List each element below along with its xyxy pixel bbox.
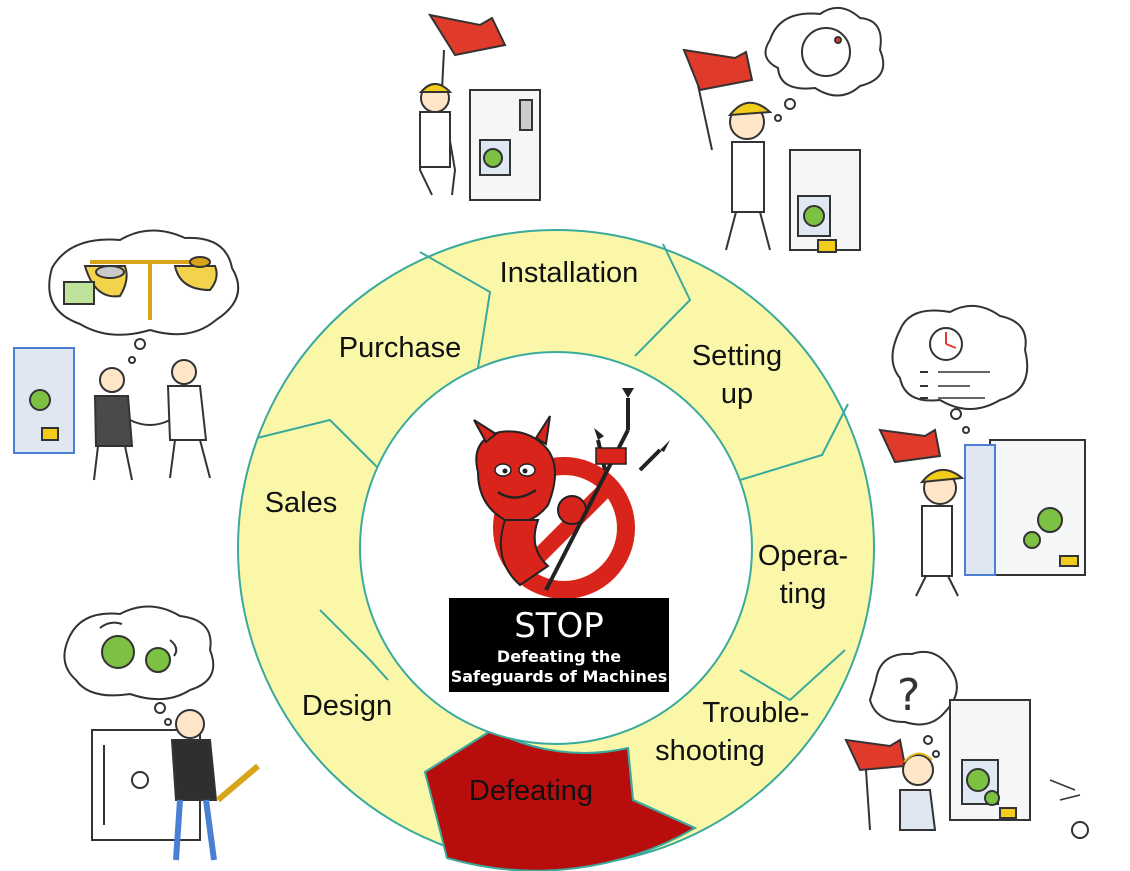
stop-banner <box>449 598 669 692</box>
setting-up-illustration <box>682 7 885 253</box>
stop-subtitle-line2: Safeguards of Machines <box>451 667 668 686</box>
label-operating: Opera-ting <box>758 540 848 610</box>
stop-title: STOP <box>514 606 604 646</box>
design-illustration <box>63 605 260 861</box>
stop-subtitle-line1: Defeating the <box>497 647 621 666</box>
label-defeating: Defeating <box>469 775 593 807</box>
segment-dividers <box>256 243 849 829</box>
purchase-illustration <box>13 229 240 481</box>
label-purchase: Purchase <box>339 332 462 364</box>
troubleshooting-illustration: ? <box>844 650 1089 839</box>
label-sales: Sales <box>265 487 338 519</box>
label-troubleshooting: Trouble-shooting <box>655 697 809 767</box>
label-installation: Installation <box>500 257 639 289</box>
svg-text:?: ? <box>897 670 920 721</box>
devil-stop-icon <box>473 388 670 599</box>
label-design: Design <box>302 690 392 722</box>
segment-defeating-fill <box>423 728 698 871</box>
operating-illustration <box>878 305 1086 597</box>
installation-illustration <box>418 13 541 201</box>
